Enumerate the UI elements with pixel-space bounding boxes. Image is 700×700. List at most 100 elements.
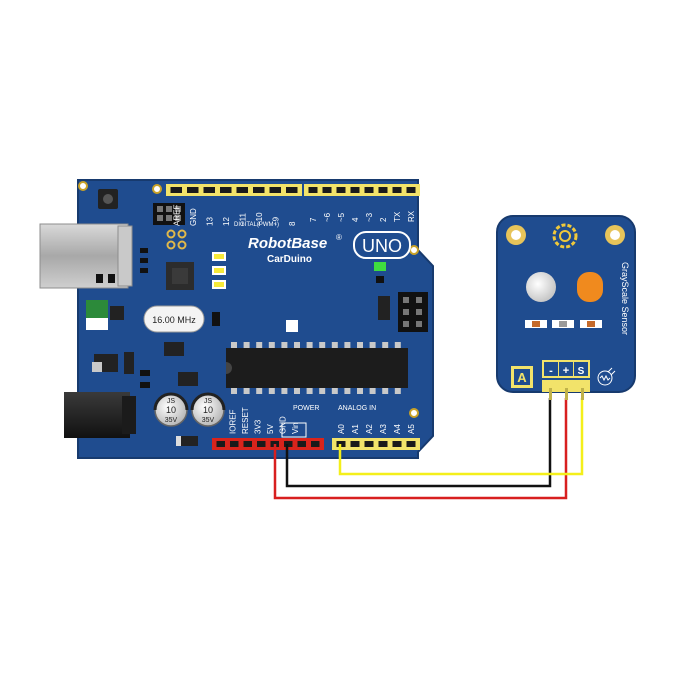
atmega-chip [226, 342, 408, 394]
analog-pin-socket[interactable] [364, 441, 374, 447]
digital-pin-socket[interactable] [350, 187, 360, 193]
digital-header-right [304, 184, 420, 196]
digital-pin-socket[interactable] [170, 187, 183, 193]
digital-pin-socket[interactable] [406, 187, 416, 193]
brand-registered: ® [336, 233, 342, 242]
analog-pin-socket[interactable] [392, 441, 402, 447]
digital-pin-label-13: 13 [205, 217, 214, 226]
power-pin-socket[interactable] [297, 441, 307, 447]
digital-pin-socket[interactable] [269, 187, 282, 193]
uno-badge-frame [353, 231, 411, 259]
wire-red-5v [273, 398, 568, 500]
chip-pin [369, 342, 376, 350]
sensor-title: GrayScale Sensor [620, 262, 630, 335]
chip-pin [294, 342, 300, 350]
digital-pin-label-12: 12 [222, 217, 231, 226]
digital-pin-socket[interactable] [203, 187, 216, 193]
crystal-label: 16.00 MHz [152, 315, 196, 325]
capacitor-value: 10 [203, 405, 213, 415]
chip-pin [243, 386, 250, 394]
chip-pin [306, 342, 313, 350]
analog-pin-socket[interactable] [378, 441, 388, 447]
digital-pin-label-4: 4 [351, 217, 360, 222]
chip-pin [394, 342, 401, 350]
digital-pin-socket[interactable] [286, 187, 298, 193]
chip-pin [369, 386, 376, 394]
analog-pin-label-a4: A4 [393, 424, 402, 434]
power-pin-socket[interactable] [216, 441, 226, 447]
capacitor-prefix: JS [167, 398, 176, 405]
chip-pin [382, 386, 389, 394]
digital-pin-body [304, 184, 420, 196]
chip-pin [243, 342, 250, 350]
digital-pin-label-gnd: GND [189, 208, 198, 226]
digital-pin-label-tx: TX [393, 211, 402, 222]
chip-pin [394, 386, 401, 394]
digital-pin-socket[interactable] [308, 187, 318, 193]
capacitor-value: 10 [166, 405, 176, 415]
digital-pin-label-7: 7 [309, 217, 318, 222]
digital-pin-socket[interactable] [220, 187, 232, 193]
chip-pin [331, 342, 338, 350]
status-led [214, 268, 224, 273]
power-pin-socket[interactable] [230, 441, 239, 447]
chip-pin [256, 386, 263, 394]
analog-pin-label-a3: A3 [379, 424, 388, 434]
chip-pin [268, 342, 275, 350]
digital-pin-socket[interactable] [187, 187, 199, 193]
chip-pin [357, 342, 363, 350]
digital-header-left [166, 184, 302, 196]
brand-logo: RobotBase [248, 235, 327, 252]
sensor-smd-row [525, 320, 602, 328]
ldr-symbol-icon [597, 367, 616, 386]
board-model: CarDuino [267, 254, 312, 265]
board-pcb [77, 179, 434, 459]
digital-pin-socket[interactable] [336, 187, 346, 193]
wires [273, 398, 584, 500]
digital-pin-label-9: ~9 [271, 216, 280, 226]
chip-pin [268, 386, 275, 394]
power-pin-label-vin: Vin [291, 423, 300, 434]
analog-pin-label-a0: A0 [337, 424, 346, 434]
sensor-pin-gnd: - [549, 365, 553, 377]
digital-pin-socket[interactable] [253, 187, 265, 193]
digital-pin-socket[interactable] [322, 187, 332, 193]
power-pin-socket[interactable] [257, 441, 266, 447]
power-pin-label-3v3: 3V3 [253, 419, 262, 434]
power-header [212, 438, 324, 450]
capacitor-prefix: JS [204, 398, 213, 405]
uno-badge: UNO [362, 236, 402, 256]
sensor-pin-header [542, 380, 590, 392]
digital-pin-socket[interactable] [392, 187, 402, 193]
digital-pin-socket[interactable] [378, 187, 388, 193]
power-pin-socket[interactable] [243, 441, 253, 447]
wire-black-gnd [285, 398, 552, 488]
chip-pin [344, 386, 351, 394]
power-pin-label-gnd: GND [278, 416, 287, 434]
capacitor-voltage: 35V [202, 417, 215, 424]
dc-jack [64, 392, 130, 438]
chip-pin [256, 342, 263, 350]
chip-pin [231, 386, 237, 394]
digital-pin-socket[interactable] [364, 187, 374, 193]
digital-pin-label-11: ~11 [238, 212, 247, 226]
gnd-highlight [281, 422, 307, 438]
sensor-pin-signal: S [578, 366, 585, 377]
analog-pin-socket[interactable] [350, 441, 360, 447]
analog-pin-label-a5: A5 [407, 424, 416, 434]
digital-label: DIGITAL(PWM~) [234, 222, 279, 228]
digital-pin-label-aref: AREF [172, 205, 181, 226]
digital-pin-label-rx: RX [407, 210, 416, 222]
power-pin-label-reset: RESET [241, 407, 250, 434]
chip-pin [344, 342, 351, 350]
analog-pin-label-a2: A2 [365, 424, 374, 434]
sensor-pin-vcc: + [563, 365, 569, 377]
power-label: POWER [293, 405, 319, 412]
capacitor-voltage: 35V [165, 417, 178, 424]
digital-pin-socket[interactable] [236, 187, 249, 193]
power-pin-label-5v: 5V [266, 424, 275, 434]
chip-pin [319, 386, 326, 394]
power-pin-socket[interactable] [311, 441, 320, 447]
analog-pin-socket[interactable] [406, 441, 416, 447]
grayscale-sensor-module: GrayScale Sensor A - + S [496, 215, 636, 400]
